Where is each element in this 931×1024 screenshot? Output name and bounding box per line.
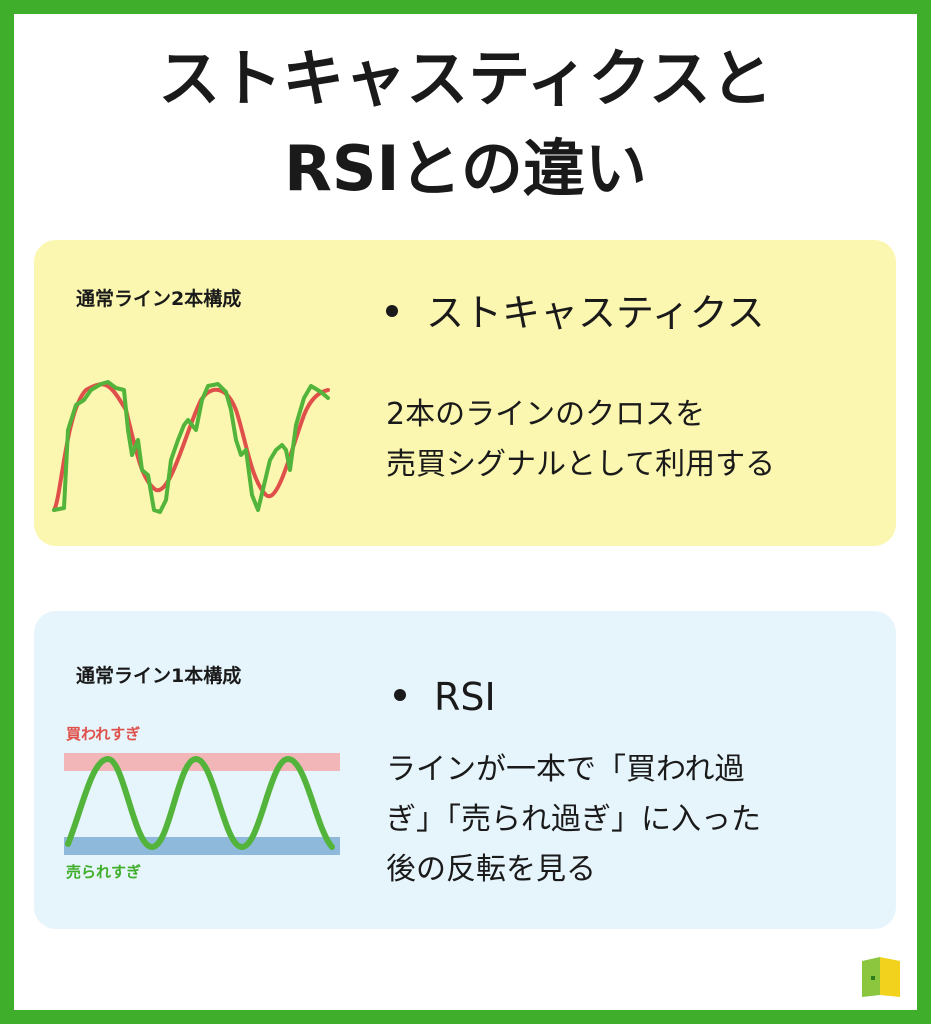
rsi-panel: 通常ライン1本構成 買われすぎ 売られすぎ RSI ラインが一本で「買われ過 ぎ… — [34, 611, 896, 929]
stochastics-red-line — [52, 382, 330, 512]
stochastics-desc-line-1: 2本のラインのクロスを — [386, 397, 706, 432]
oversold-label: 売られすぎ — [66, 863, 142, 881]
stochastics-line-count-label: 通常ライン2本構成 — [76, 288, 242, 310]
title-line-1: ストキャスティクスと — [158, 42, 773, 115]
rsi-description: ラインが一本で「買われ過 ぎ」「売られ過ぎ」に入った 後の反転を見る — [386, 745, 761, 895]
stochastics-description: 2本のラインのクロスを 売買シグナルとして利用する — [386, 390, 775, 490]
stochastics-heading-text: ストキャスティクス — [426, 291, 765, 335]
rsi-desc-line-3: 後の反転を見る — [386, 852, 596, 887]
stochastics-panel: 通常ライン2本構成 ストキャスティクス 2本のラインのクロスを 売買シグナルとし… — [34, 240, 896, 546]
bullet-dot-icon — [394, 688, 406, 701]
rsi-chart — [64, 753, 340, 855]
rsi-desc-line-1: ラインが一本で「買われ過 — [386, 752, 745, 787]
stochastics-desc-line-2: 売買シグナルとして利用する — [386, 447, 776, 482]
page-title: ストキャスティクスと RSIとの違い — [0, 34, 931, 214]
rsi-heading-text: RSI — [434, 675, 496, 719]
stochastics-heading: ストキャスティクス — [386, 282, 765, 337]
stochastics-green-line — [52, 380, 330, 514]
rsi-desc-line-2: ぎ」「売られ過ぎ」に入った — [386, 802, 761, 837]
title-line-2: RSIとの違い — [284, 132, 647, 205]
overbought-label: 買われすぎ — [66, 725, 141, 743]
bullet-dot-icon — [386, 304, 398, 317]
stochastics-chart — [52, 380, 330, 514]
rsi-line-count-label: 通常ライン1本構成 — [76, 665, 242, 687]
rsi-green-line — [65, 755, 335, 851]
oversold-band — [64, 837, 340, 855]
rsi-heading: RSI — [394, 675, 496, 719]
book-logo-icon — [862, 957, 900, 997]
